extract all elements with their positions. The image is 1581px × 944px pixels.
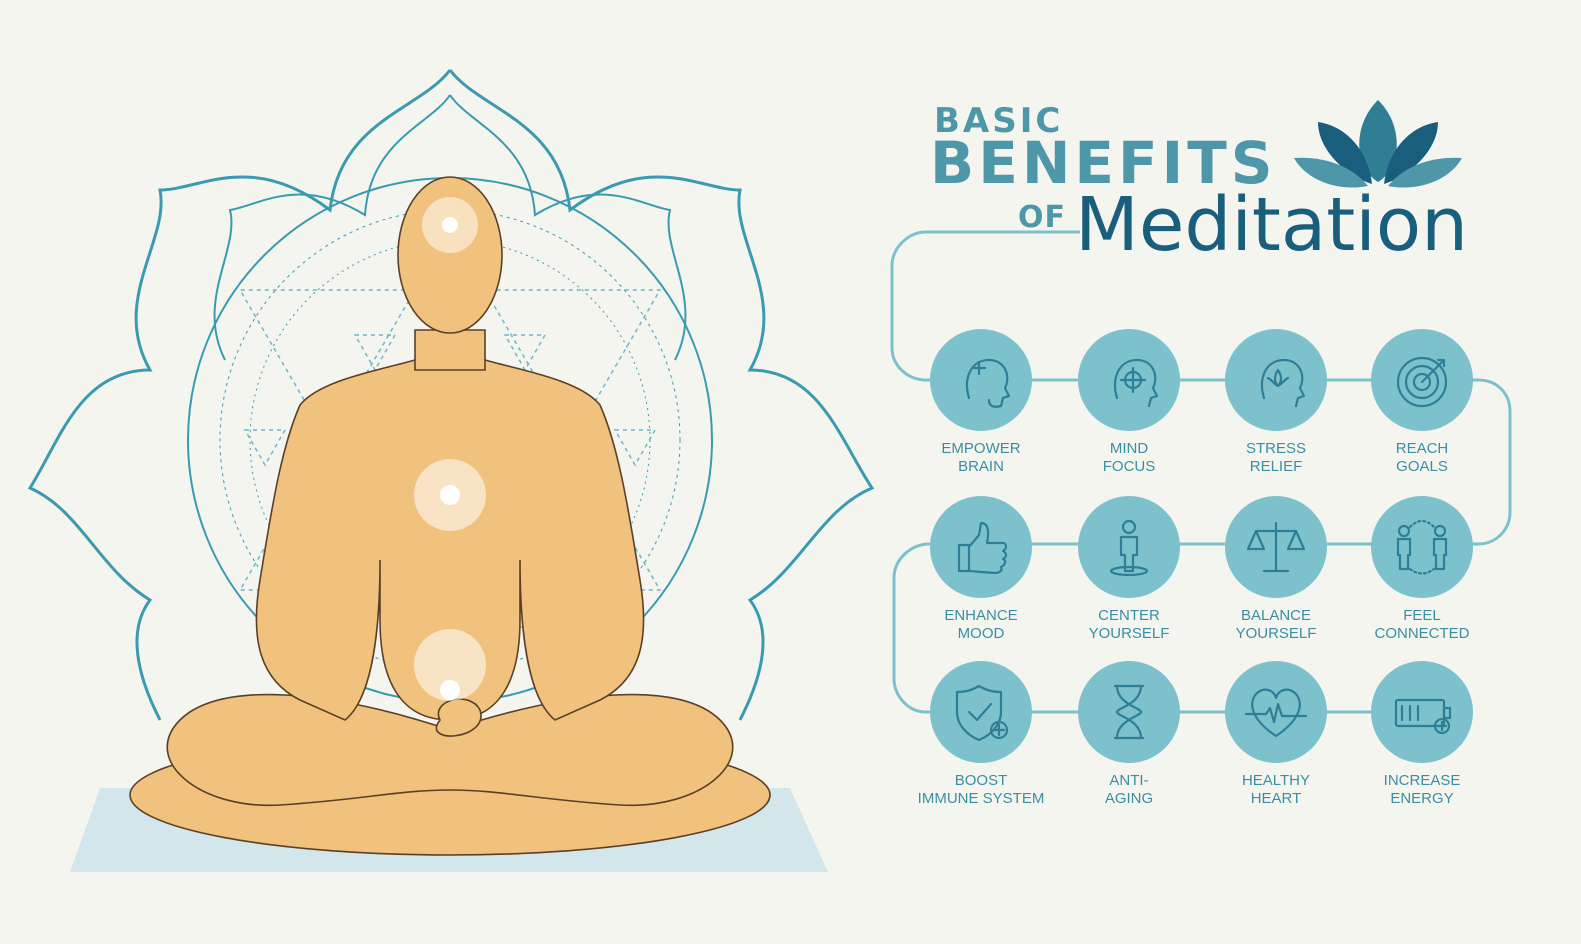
benefit-label: BOOST IMMUNE SYSTEM — [917, 772, 1045, 807]
person-center-icon — [1109, 519, 1149, 577]
lotus-head-icon — [1260, 358, 1306, 408]
benefit-circle — [1371, 329, 1473, 431]
benefit-circle — [1225, 329, 1327, 431]
lotus-logo — [1294, 100, 1462, 188]
benefit-label: INCREASE ENERGY — [1383, 772, 1461, 807]
benefit-label: HEALTHY HEART — [1241, 772, 1311, 807]
benefit-circle — [930, 329, 1032, 431]
benefit-circle — [930, 496, 1032, 598]
benefit-label: EMPOWER BRAIN — [941, 440, 1021, 475]
title-of: OF — [1018, 200, 1066, 235]
chakra-glow — [414, 197, 486, 701]
people-connected-icon — [1396, 519, 1448, 575]
benefit-circle — [1078, 329, 1180, 431]
title-meditation: Meditation — [1075, 182, 1469, 268]
benefit-label: MIND FOCUS — [1102, 440, 1156, 475]
heart-pulse-icon — [1244, 688, 1308, 738]
benefit-circle — [1225, 661, 1327, 763]
benefit-label: CENTER YOURSELF — [1088, 607, 1170, 642]
benefit-circle — [1225, 496, 1327, 598]
brain-head-icon — [965, 358, 1011, 408]
target-arrow-icon — [1396, 356, 1448, 408]
benefit-circle — [1078, 496, 1180, 598]
benefit-circle — [1371, 496, 1473, 598]
title-basic: BASIC — [934, 101, 1064, 141]
benefit-label: FEEL CONNECTED — [1374, 607, 1470, 642]
connector-path — [890, 230, 1512, 714]
benefit-label: ENHANCE MOOD — [944, 607, 1018, 642]
benefit-circle — [1371, 661, 1473, 763]
battery-icon — [1394, 698, 1452, 735]
target-head-icon — [1113, 358, 1159, 408]
benefit-circle — [1078, 661, 1180, 763]
benefit-label: REACH GOALS — [1395, 440, 1449, 475]
title-benefits: BENEFITS — [930, 129, 1277, 197]
benefit-label: BALANCE YOURSELF — [1235, 607, 1317, 642]
benefit-label: ANTI- AGING — [1104, 772, 1154, 807]
shield-check-icon — [955, 684, 1009, 742]
scales-icon — [1246, 521, 1306, 573]
hourglass-icon — [1113, 684, 1145, 740]
thumbs-up-icon — [957, 521, 1008, 575]
benefit-label: STRESS RELIEF — [1245, 440, 1306, 475]
benefit-circle — [930, 661, 1032, 763]
